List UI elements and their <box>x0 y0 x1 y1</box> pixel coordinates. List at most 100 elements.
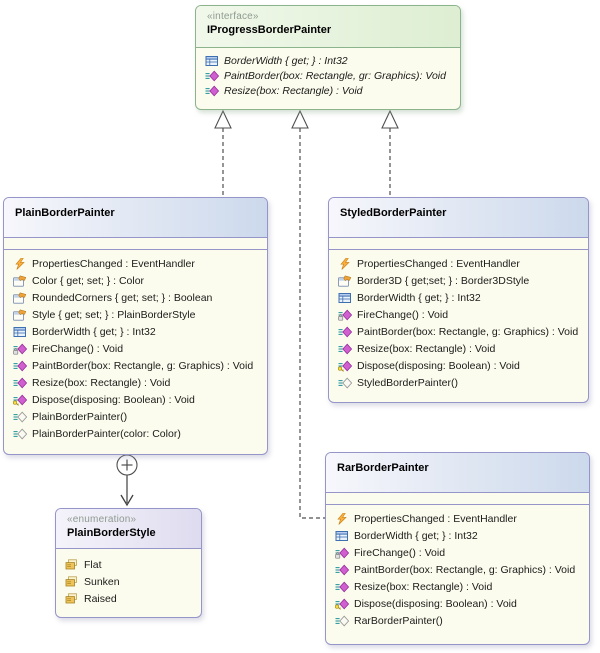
class-header: StyledBorderPainter <box>329 198 588 238</box>
member-text: PaintBorder(box: Rectangle, g: Graphics)… <box>354 563 576 576</box>
member-row[interactable]: FireChange() : Void <box>13 340 263 357</box>
class-box-rarborderpainter[interactable]: RarBorderPainter PropertiesChanged : Eve… <box>325 452 590 645</box>
member-row[interactable]: RoundedCorners { get; set; } : Boolean <box>13 289 263 306</box>
class-member-list: PropertiesChanged : EventHandler Color {… <box>4 250 267 442</box>
constructor-icon <box>335 615 349 627</box>
association-arrowhead <box>120 494 134 507</box>
enum-member-icon <box>65 575 79 588</box>
member-row[interactable]: Flat <box>65 556 197 573</box>
class-member-list: PropertiesChanged : EventHandler BorderW… <box>326 505 589 629</box>
member-row[interactable]: Sunken <box>65 573 197 590</box>
property-icon <box>13 291 27 304</box>
member-row[interactable]: PaintBorder(box: Rectangle, g: Graphics)… <box>335 561 585 578</box>
member-text: PaintBorder(box: Rectangle, g: Graphics)… <box>32 359 254 372</box>
empty-compartment <box>329 238 588 250</box>
member-row[interactable]: Resize(box: Rectangle) : Void <box>205 83 456 98</box>
realization-triangle <box>291 109 309 129</box>
member-text: PlainBorderPainter() <box>32 410 128 423</box>
realization-styled-to-interface[interactable] <box>381 109 399 197</box>
member-row[interactable]: Dispose(disposing: Boolean) : Void <box>338 357 584 374</box>
member-text: Dispose(disposing: Boolean) : Void <box>354 597 517 610</box>
class-title: StyledBorderPainter <box>340 207 447 219</box>
member-row[interactable]: PlainBorderPainter(color: Color) <box>13 425 263 442</box>
interface-title: IProgressBorderPainter <box>207 24 332 36</box>
class-box-styledborderpainter[interactable]: StyledBorderPainter PropertiesChanged : … <box>328 197 589 403</box>
method-icon <box>13 360 27 372</box>
member-row[interactable]: RarBorderPainter() <box>335 612 585 629</box>
member-row[interactable]: Border3D { get;set; } : Border3DStyle <box>338 272 584 289</box>
empty-compartment <box>4 238 267 250</box>
member-text: Resize(box: Rectangle) : Void <box>224 84 363 97</box>
constructor-icon <box>338 377 352 389</box>
member-text: BorderWidth { get; } : Int32 <box>357 291 481 304</box>
member-row[interactable]: PropertiesChanged : EventHandler <box>13 255 263 272</box>
member-text: PaintBorder(box: Rectangle, gr: Graphics… <box>224 69 446 82</box>
member-row[interactable]: BorderWidth { get; } : Int32 <box>205 53 456 68</box>
property-icon <box>338 274 352 287</box>
member-row[interactable]: BorderWidth { get; } : Int32 <box>13 323 263 340</box>
member-text: Flat <box>84 558 102 571</box>
member-row[interactable]: PaintBorder(box: Rectangle, gr: Graphics… <box>205 68 456 83</box>
member-text: PropertiesChanged : EventHandler <box>357 257 520 270</box>
method-protected-icon <box>338 309 352 321</box>
field-table-icon <box>335 530 349 542</box>
member-row[interactable]: PaintBorder(box: Rectangle, g: Graphics)… <box>13 357 263 374</box>
expand-collapse-toggle[interactable] <box>116 454 138 476</box>
realization-rar-to-interface[interactable] <box>291 109 325 519</box>
class-box-plainborderpainter[interactable]: PlainBorderPainter PropertiesChanged : E… <box>3 197 268 455</box>
field-table-icon <box>205 55 219 67</box>
empty-compartment <box>326 493 589 505</box>
member-row[interactable]: FireChange() : Void <box>338 306 584 323</box>
method-icon <box>205 70 219 82</box>
member-text: BorderWidth { get; } : Int32 <box>32 325 156 338</box>
member-text: Resize(box: Rectangle) : Void <box>357 342 496 355</box>
enum-box-plainborderstyle[interactable]: «enumeration» PlainBorderStyle Flat Sunk… <box>55 508 202 618</box>
member-row[interactable]: BorderWidth { get; } : Int32 <box>335 527 585 544</box>
member-text: PaintBorder(box: Rectangle, g: Graphics)… <box>357 325 579 338</box>
member-row[interactable]: Raised <box>65 590 197 607</box>
realization-plain-to-interface[interactable] <box>214 109 232 197</box>
member-text: Color { get; set; } : Color <box>32 274 145 287</box>
member-text: Dispose(disposing: Boolean) : Void <box>32 393 195 406</box>
member-row[interactable]: PropertiesChanged : EventHandler <box>335 510 585 527</box>
member-row[interactable]: Dispose(disposing: Boolean) : Void <box>335 595 585 612</box>
interface-box-iprogressborderpainter[interactable]: «interface» IProgressBorderPainter Borde… <box>195 5 461 110</box>
method-key-icon <box>13 394 27 406</box>
member-row[interactable]: Resize(box: Rectangle) : Void <box>13 374 263 391</box>
constructor-icon <box>13 411 27 423</box>
member-row[interactable]: PaintBorder(box: Rectangle, g: Graphics)… <box>338 323 584 340</box>
member-text: FireChange() : Void <box>32 342 124 355</box>
member-row[interactable]: Color { get; set; } : Color <box>13 272 263 289</box>
association-plain-to-plainborderstyle[interactable] <box>120 475 134 507</box>
class-member-list: PropertiesChanged : EventHandler Border3… <box>329 250 588 391</box>
member-row[interactable]: BorderWidth { get; } : Int32 <box>338 289 584 306</box>
member-row[interactable]: Resize(box: Rectangle) : Void <box>338 340 584 357</box>
member-text: PlainBorderPainter(color: Color) <box>32 427 181 440</box>
member-row[interactable]: StyledBorderPainter() <box>338 374 584 391</box>
member-row[interactable]: Dispose(disposing: Boolean) : Void <box>13 391 263 408</box>
method-protected-icon <box>13 343 27 355</box>
member-row[interactable]: PropertiesChanged : EventHandler <box>338 255 584 272</box>
class-title: PlainBorderPainter <box>15 207 115 219</box>
member-text: BorderWidth { get; } : Int32 <box>354 529 478 542</box>
member-row[interactable]: FireChange() : Void <box>335 544 585 561</box>
member-row[interactable]: Style { get; set; } : PlainBorderStyle <box>13 306 263 323</box>
method-icon <box>338 343 352 355</box>
member-row[interactable]: PlainBorderPainter() <box>13 408 263 425</box>
class-header: RarBorderPainter <box>326 453 589 493</box>
method-icon <box>338 326 352 338</box>
constructor-icon <box>13 428 27 440</box>
member-text: Style { get; set; } : PlainBorderStyle <box>32 308 196 321</box>
enum-title: PlainBorderStyle <box>67 527 156 539</box>
field-table-icon <box>338 292 352 304</box>
field-table-icon <box>13 326 27 338</box>
method-key-icon <box>338 360 352 372</box>
member-text: Border3D { get;set; } : Border3DStyle <box>357 274 530 287</box>
method-icon <box>13 377 27 389</box>
property-icon <box>13 274 27 287</box>
member-text: Dispose(disposing: Boolean) : Void <box>357 359 520 372</box>
member-row[interactable]: Resize(box: Rectangle) : Void <box>335 578 585 595</box>
enum-member-icon <box>65 592 79 605</box>
